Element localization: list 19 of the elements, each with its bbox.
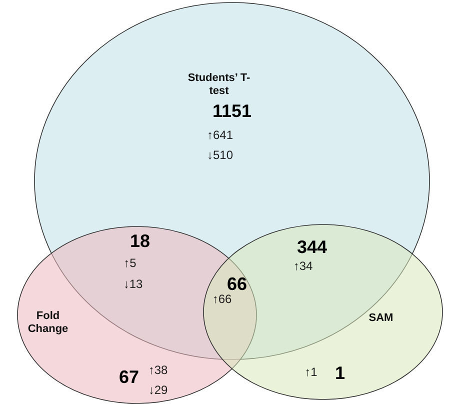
down-count: ↓29 <box>148 383 168 397</box>
up-count: ↑34 <box>293 259 313 273</box>
set-title: Fold Change <box>26 310 70 336</box>
up-count: ↑641 <box>206 128 234 142</box>
down-count: ↓13 <box>123 277 143 291</box>
region-count: 67 <box>118 367 140 388</box>
up-count: ↑38 <box>148 363 168 377</box>
region-count: 1 <box>335 363 345 384</box>
region-count: 66 <box>226 274 248 294</box>
region-count: 344 <box>296 237 328 258</box>
set-title: Students’ T-test <box>186 72 252 98</box>
set-ellipse <box>203 224 443 400</box>
region-count: 18 <box>130 231 150 252</box>
down-count: ↓510 <box>206 148 234 162</box>
up-count: ↑1 <box>304 365 318 379</box>
region-count: 1151 <box>212 101 252 122</box>
set-title: SAM <box>368 312 394 325</box>
up-count: ↑66 <box>212 292 232 306</box>
up-count: ↑5 <box>124 256 136 270</box>
